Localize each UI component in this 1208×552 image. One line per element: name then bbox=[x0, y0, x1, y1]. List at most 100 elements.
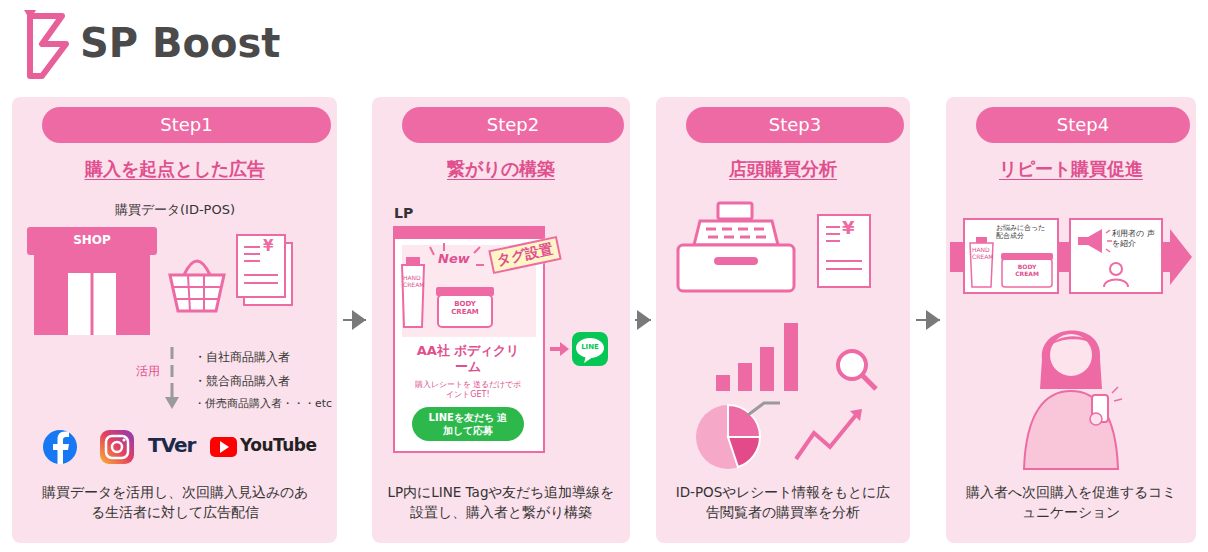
logo-title: SP Boost bbox=[80, 20, 280, 66]
step-pill: Step2 bbox=[402, 107, 624, 143]
step-title: リピート購買促進 bbox=[946, 157, 1196, 181]
flow-arrow bbox=[171, 347, 174, 397]
logo-icon bbox=[0, 0, 80, 90]
youtube-logo: YouTube bbox=[240, 435, 317, 455]
pie-slice bbox=[728, 437, 760, 467]
user-head bbox=[1110, 263, 1122, 275]
shop-body bbox=[34, 255, 150, 335]
line-button-text: LINEを友だち 追加して応募 bbox=[425, 411, 511, 437]
step-title: 店頭購買分析 bbox=[656, 157, 910, 181]
receipt bbox=[818, 215, 870, 287]
tube-label: HAND CREAM bbox=[403, 275, 424, 288]
bar bbox=[716, 375, 730, 391]
pie-leader bbox=[748, 403, 780, 415]
shop-sign-text: SHOP bbox=[73, 233, 111, 247]
door-split bbox=[91, 273, 94, 335]
bar bbox=[738, 363, 752, 391]
campaign-note: 購入レシートを 送るだけでポイントGET! bbox=[414, 380, 522, 401]
new-burst bbox=[430, 243, 484, 265]
trend-line bbox=[796, 415, 856, 459]
step-number: Step1 bbox=[42, 107, 331, 143]
line-bubble bbox=[576, 338, 604, 358]
instagram-icon bbox=[100, 430, 134, 464]
step-panel: 繋がりの構築 LP内にLINE Tagや友だち追加導線を設置し、購入者と繋がり構築… bbox=[372, 97, 630, 543]
voice-card bbox=[1070, 219, 1162, 293]
receipt bbox=[237, 235, 285, 297]
hand bbox=[1090, 413, 1102, 425]
tube-label: HAND CREAM bbox=[972, 247, 992, 260]
woman-body bbox=[1024, 391, 1118, 469]
basket-handle bbox=[184, 261, 210, 275]
register-drawer bbox=[714, 257, 758, 265]
step-pill: Step1 bbox=[42, 107, 331, 143]
ingredient-card bbox=[964, 219, 1058, 293]
instagram-dot bbox=[123, 439, 126, 442]
basket bbox=[170, 275, 224, 311]
cream-jar bbox=[1002, 259, 1052, 287]
notice-marks bbox=[1112, 387, 1122, 401]
step-panel: 店頭購買分析ID-POSやレシート情報をもとに広告閲覧者の購買率を分析Step3… bbox=[656, 97, 910, 543]
jar-label: BODY CREAM bbox=[441, 301, 489, 316]
flow-arrow-head bbox=[165, 397, 179, 409]
line-icon bbox=[572, 332, 608, 366]
step-number: Step4 bbox=[976, 107, 1190, 143]
jar-label: BODY CREAM bbox=[1005, 264, 1049, 277]
flow-label: 活用 bbox=[136, 363, 160, 380]
trend-head bbox=[850, 409, 862, 421]
instagram-lens bbox=[112, 442, 122, 452]
cream-tube bbox=[402, 265, 424, 327]
youtube-play bbox=[220, 441, 229, 453]
logo-tip bbox=[24, 10, 36, 20]
register-keys bbox=[706, 229, 766, 237]
product-name: AA社 ボディクリーム bbox=[416, 343, 520, 376]
target-item: ・併売商品購入者・・・etc bbox=[194, 397, 332, 411]
step-description: LP内にLINE Tagや友だち追加導線を設置し、購入者と繋がり構築 bbox=[385, 483, 617, 522]
tube-cap bbox=[976, 237, 987, 243]
tver-logo: TVer bbox=[148, 433, 195, 457]
megaphone bbox=[1078, 229, 1102, 253]
tube-cap bbox=[406, 257, 420, 265]
cream-tube bbox=[970, 243, 993, 287]
shop-door bbox=[68, 273, 116, 335]
jar-lid bbox=[1001, 253, 1053, 260]
facebook-icon bbox=[43, 430, 77, 464]
step-number: Step2 bbox=[402, 107, 624, 143]
magnifier bbox=[838, 351, 866, 379]
shop-sign bbox=[27, 227, 157, 255]
lp-window-bar bbox=[394, 227, 544, 239]
woman-face bbox=[1049, 333, 1093, 377]
megaphone-waves bbox=[1106, 230, 1112, 252]
woman-fringe bbox=[1049, 336, 1093, 347]
cream-jar bbox=[438, 295, 492, 327]
line-bubble-tail bbox=[584, 356, 593, 363]
basket-grid bbox=[172, 275, 222, 311]
target-item: ・自社商品購入者 bbox=[194, 349, 290, 366]
bar bbox=[760, 347, 774, 391]
target-item: ・競合商品購入者 bbox=[194, 373, 290, 390]
new-badge: New bbox=[438, 251, 470, 266]
step-panel: 購入を起点とした広告購買データを活用し、次回購入見込みのある生活者に対して広告配… bbox=[12, 97, 337, 543]
step-arrow bbox=[635, 319, 651, 321]
step-description: 購買データを活用し、次回購入見込みのある生活者に対して広告配信 bbox=[39, 483, 311, 522]
line-icon-text: LINE bbox=[581, 343, 599, 351]
step-pill: Step3 bbox=[686, 107, 904, 143]
step-panel: リピート購買促進購入者へ次回購入を促進するコミュニケーション Step4HAND … bbox=[946, 97, 1196, 543]
receipt-yen: ¥ bbox=[842, 217, 855, 238]
step-pill: Step4 bbox=[976, 107, 1190, 143]
step-number: Step3 bbox=[686, 107, 904, 143]
user-body bbox=[1104, 280, 1128, 288]
step-title: 購入を起点とした広告 bbox=[12, 157, 337, 181]
facebook-glyph bbox=[53, 432, 69, 465]
register-top bbox=[694, 221, 778, 245]
to-line-arrow-head bbox=[560, 342, 569, 356]
step-description: 購入者へ次回購入を促進するコミュニケーション bbox=[964, 483, 1178, 522]
instagram-frame bbox=[106, 436, 128, 458]
data-source: 購買データ(ID-POS) bbox=[115, 201, 235, 219]
bar bbox=[784, 323, 798, 391]
receipt-yen: ¥ bbox=[263, 237, 273, 255]
lp-label: LP bbox=[394, 205, 413, 221]
register-body bbox=[678, 245, 794, 291]
card-caption: お悩みに合った 配合成分 bbox=[996, 224, 1054, 241]
step-title: 繋がりの構築 bbox=[372, 157, 630, 181]
